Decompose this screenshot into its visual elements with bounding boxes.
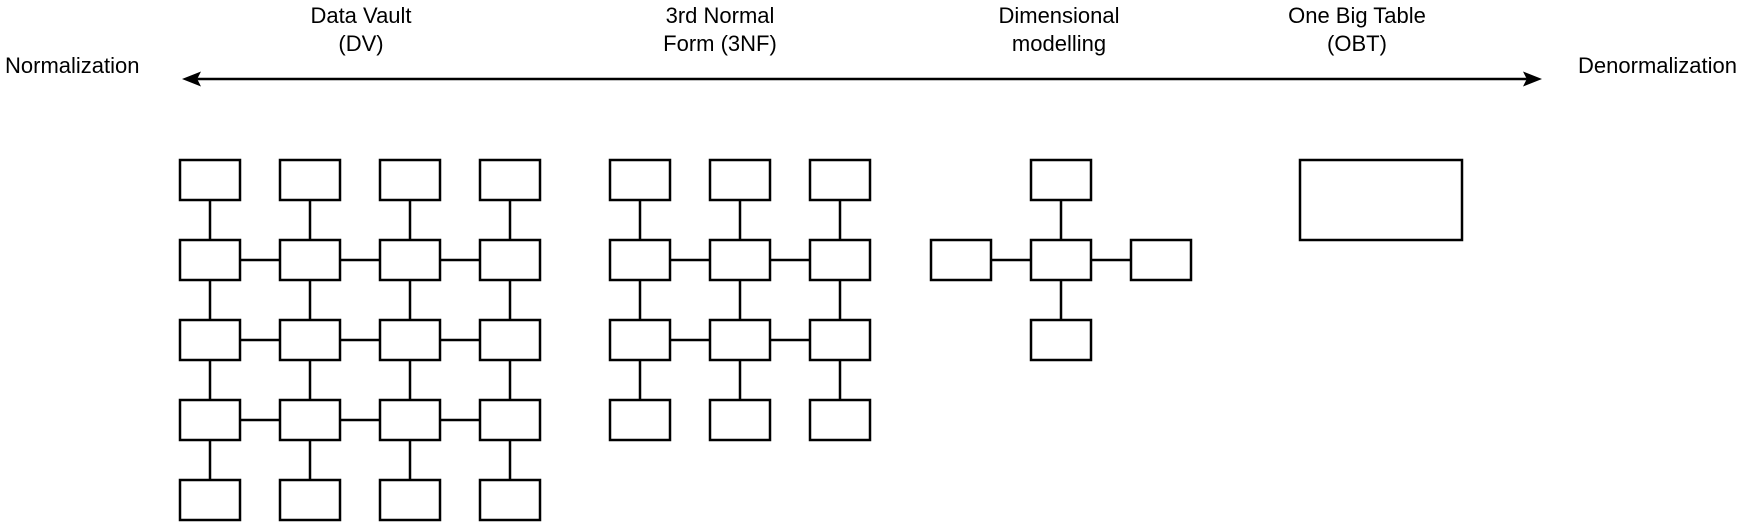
dimensional-modelling-dimension-box-left <box>929 238 993 282</box>
approach-label-obt-line2: (OBT) <box>1327 31 1387 56</box>
dimensional-modelling-dimension-box-top <box>1029 158 1093 202</box>
arrow-head-left <box>182 71 201 87</box>
third-normal-form-table-box <box>808 398 872 442</box>
data-vault-table-box <box>378 318 442 362</box>
data-vault-table-box <box>478 478 542 522</box>
axis-label-normalization: Normalization <box>5 53 140 78</box>
third-normal-form-table-box <box>608 238 672 282</box>
third-normal-form-table-box <box>608 398 672 442</box>
approach-label-3nf-line1: 3rd Normal <box>665 3 775 28</box>
data-vault-table-box <box>278 318 342 362</box>
data-vault-table-box <box>478 398 542 442</box>
arrow-head-right <box>1523 71 1542 87</box>
data-vault-table-box <box>478 238 542 282</box>
data-vault-table-box <box>478 158 542 202</box>
third-normal-form-table-box <box>808 318 872 362</box>
data-vault-table-box <box>178 398 242 442</box>
data-vault-table-box <box>178 318 242 362</box>
third-normal-form-table-box <box>708 318 772 362</box>
data-vault-table-box <box>278 238 342 282</box>
data-vault-table-box <box>378 398 442 442</box>
one-big-table-big-table-box <box>1298 158 1464 242</box>
approach-label-data-vault-line2: (DV) <box>338 31 384 56</box>
data-vault-table-box <box>278 158 342 202</box>
third-normal-form-table-box <box>708 158 772 202</box>
third-normal-form-table-box <box>708 398 772 442</box>
approach-label-data-vault: Data Vault (DV) <box>310 2 411 58</box>
approach-label-data-vault-line1: Data Vault <box>310 3 412 28</box>
data-vault-table-box <box>378 478 442 522</box>
approach-label-3nf: 3rd Normal Form (3NF) <box>663 2 777 58</box>
dimensional-modelling-dimension-box-right <box>1129 238 1193 282</box>
approach-label-dimensional: Dimensional modelling <box>998 2 1119 58</box>
approach-label-obt-line1: One Big Table <box>1288 3 1426 28</box>
third-normal-form-table-box <box>808 238 872 282</box>
approach-label-dimensional-line2: modelling <box>1011 31 1107 56</box>
dimensional-modelling-dimension-box-bottom <box>1029 318 1093 362</box>
data-vault-table-box <box>278 398 342 442</box>
data-vault-table-box <box>178 238 242 282</box>
data-vault-table-box <box>278 478 342 522</box>
data-vault-table-box <box>478 318 542 362</box>
approach-label-3nf-line2: Form (3NF) <box>663 31 777 56</box>
approach-label-obt: One Big Table (OBT) <box>1288 2 1426 58</box>
third-normal-form-table-box <box>608 318 672 362</box>
dimensional-modelling-fact-box-center <box>1029 238 1093 282</box>
approach-label-dimensional-line1: Dimensional <box>998 3 1120 28</box>
data-vault-table-box <box>178 158 242 202</box>
third-normal-form-table-box <box>808 158 872 202</box>
third-normal-form-table-box <box>708 238 772 282</box>
data-vault-table-box <box>378 158 442 202</box>
data-vault-table-box <box>378 238 442 282</box>
axis-label-denormalization: Denormalization <box>1578 53 1737 78</box>
third-normal-form-table-box <box>608 158 672 202</box>
data-vault-table-box <box>178 478 242 522</box>
